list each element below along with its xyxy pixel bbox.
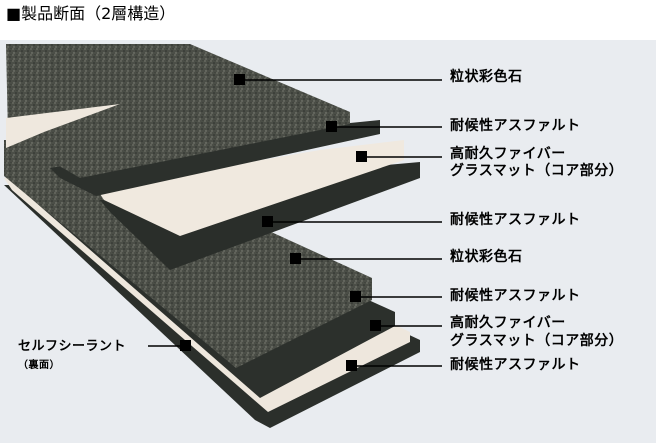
marker-1 (234, 74, 245, 85)
marker-7 (370, 320, 381, 331)
marker-4 (262, 216, 273, 227)
marker-left (180, 340, 191, 351)
label-fiber-2a: 高耐久ファイバー (450, 315, 566, 331)
label-self-sealant: セルフシーラント (18, 339, 127, 354)
leader-lines (148, 79, 442, 367)
markers (180, 74, 381, 371)
label-fiber-1a: 高耐久ファイバー (450, 146, 566, 162)
marker-6 (350, 291, 361, 302)
label-granule-2: 粒状彩色石 (450, 249, 523, 265)
upper-fiber-mat (96, 140, 404, 236)
marker-3 (356, 151, 367, 162)
label-asphalt-2: 耐候性アスファルト (450, 212, 581, 228)
label-asphalt-4: 耐候性アスファルト (450, 357, 581, 373)
label-back-side: （裏面） (18, 360, 60, 371)
upper-granule-top (6, 44, 350, 178)
marker-5 (290, 253, 301, 264)
notch-cutout (6, 104, 120, 148)
label-fiber-2b: グラスマット（コア部分） (450, 333, 624, 349)
label-granule-top: 粒状彩色石 (450, 69, 523, 85)
label-asphalt-1: 耐候性アスファルト (450, 118, 581, 134)
marker-8 (346, 360, 357, 371)
page-title: ■製品断面（2層構造） (6, 4, 176, 23)
label-asphalt-3: 耐候性アスファルト (450, 288, 581, 304)
label-fiber-1b: グラスマット（コア部分） (450, 163, 624, 179)
upper-asphalt-bottom (100, 162, 420, 270)
upper-asphalt-mid (50, 120, 380, 196)
marker-2 (326, 121, 337, 132)
